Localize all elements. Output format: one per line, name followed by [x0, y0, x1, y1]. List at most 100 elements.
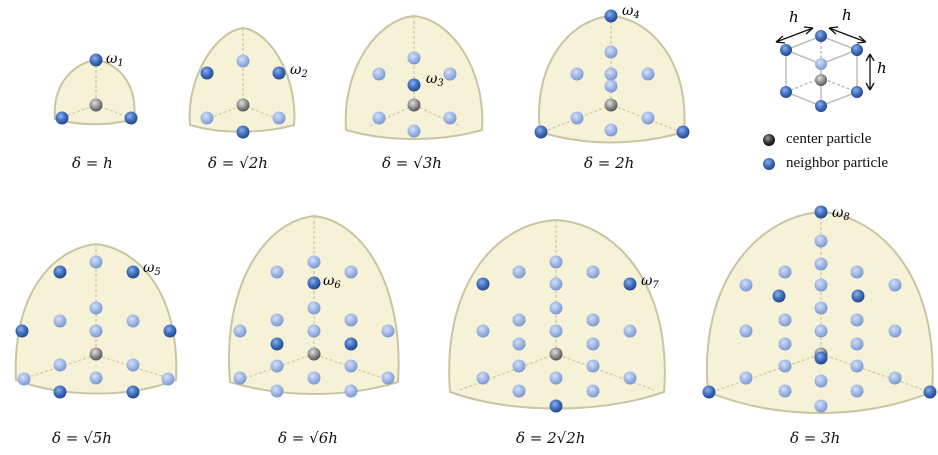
neighbor-particle	[740, 279, 753, 292]
neighbor-particle	[605, 10, 618, 23]
center-particle	[605, 99, 618, 112]
neighbor-particle-legend-marker	[763, 158, 775, 170]
neighbor-particle	[373, 112, 386, 125]
neighbor-particle	[587, 266, 600, 279]
neighbor-particle	[851, 44, 863, 56]
neighbor-particle	[605, 80, 618, 93]
neighbor-particle	[889, 372, 902, 385]
caption-panel-3: δ = √3h	[382, 154, 442, 172]
neighbor-particle	[624, 278, 637, 291]
neighbor-particle	[780, 86, 792, 98]
neighbor-particle	[477, 372, 490, 385]
neighbor-particle	[815, 352, 828, 365]
panel-3: ω3	[346, 16, 483, 139]
neighbor-particle	[90, 372, 103, 385]
panel-1: ω1	[55, 51, 138, 125]
neighbor-particle	[234, 325, 247, 338]
neighbor-particle	[513, 338, 526, 351]
caption-panel-4: δ = 2h	[584, 154, 634, 172]
caption-panel-1: δ = h	[72, 154, 113, 172]
legend-center-label: center particle	[786, 131, 871, 148]
neighbor-particle	[571, 68, 584, 81]
neighbor-particle	[373, 68, 386, 81]
neighbor-particle	[571, 112, 584, 125]
neighbor-particle	[125, 112, 138, 125]
neighbor-particle	[271, 360, 284, 373]
neighbor-particle	[273, 67, 286, 80]
neighbor-particle	[703, 386, 716, 399]
neighbor-particle	[513, 385, 526, 398]
neighbor-particle	[308, 277, 321, 290]
neighbor-particle	[345, 360, 358, 373]
neighbor-particle	[550, 302, 563, 315]
neighbor-particle	[815, 279, 828, 292]
neighbor-particle	[271, 266, 284, 279]
weight-label: ω5	[143, 260, 161, 278]
neighbor-particle	[271, 338, 284, 351]
neighbor-particle	[587, 314, 600, 327]
neighbor-particle	[444, 68, 457, 81]
panel-5: ω5	[16, 244, 177, 399]
neighbor-particle	[587, 385, 600, 398]
neighbor-particle	[550, 400, 563, 413]
caption-panel-6: δ = √6h	[278, 429, 338, 447]
neighbor-particle	[90, 325, 103, 338]
neighbor-particle	[889, 279, 902, 292]
legend-cube: h h h	[776, 6, 887, 112]
neighbor-particle	[408, 79, 421, 92]
neighbor-particle	[815, 58, 827, 70]
panel-4: ω4	[535, 3, 690, 143]
neighbor-particle	[345, 338, 358, 351]
neighbor-particle	[815, 206, 828, 219]
neighbor-particle	[382, 372, 395, 385]
neighbor-particle	[779, 338, 792, 351]
center-particle	[408, 99, 421, 112]
neighbor-particle	[237, 55, 250, 68]
neighbor-particle	[550, 372, 563, 385]
weight-label: ω2	[290, 62, 308, 80]
neighbor-particle	[408, 52, 421, 65]
neighbor-particle	[852, 290, 865, 303]
neighbor-particle	[779, 360, 792, 373]
neighbor-particle	[54, 266, 67, 279]
neighbor-particle	[642, 68, 655, 81]
neighbor-particle	[54, 359, 67, 372]
neighbor-particle	[851, 385, 864, 398]
spacing-label: h	[789, 8, 799, 26]
neighbor-particle	[605, 46, 618, 59]
spacing-label: h	[842, 6, 852, 24]
neighbor-particle	[513, 266, 526, 279]
center-particle	[90, 348, 103, 361]
neighbor-particle	[740, 325, 753, 338]
neighbor-particle	[164, 325, 177, 338]
neighbor-particle	[162, 373, 175, 386]
center-particle	[550, 348, 563, 361]
neighbor-particle	[345, 314, 358, 327]
neighbor-particle	[851, 86, 863, 98]
neighbor-particle	[345, 266, 358, 279]
spacing-label: h	[877, 59, 887, 77]
neighbor-particle	[815, 258, 828, 271]
neighbor-particle	[271, 314, 284, 327]
panel-7: ω7	[449, 220, 665, 413]
neighbor-particle	[444, 112, 457, 125]
neighbor-particle	[308, 325, 321, 338]
neighbor-particle	[740, 372, 753, 385]
neighbor-particle	[90, 54, 103, 67]
neighbor-particle	[513, 314, 526, 327]
neighbor-particle	[815, 100, 827, 112]
panel-6: ω6	[229, 216, 399, 398]
neighbor-particle	[815, 30, 827, 42]
legend-neighbor-label: neighbor particle	[786, 155, 888, 172]
neighbor-particle	[308, 302, 321, 315]
neighbor-particle	[234, 372, 247, 385]
neighbor-particle	[851, 266, 864, 279]
center-particle-legend-marker	[763, 134, 775, 146]
caption-panel-5: δ = √5h	[52, 429, 112, 447]
neighbor-particle	[127, 359, 140, 372]
neighbor-particle	[587, 360, 600, 373]
neighbor-particle	[605, 68, 618, 81]
caption-panel-7: δ = 2√2h	[516, 429, 585, 447]
neighbor-particle	[605, 124, 618, 137]
center-particle	[308, 348, 321, 361]
